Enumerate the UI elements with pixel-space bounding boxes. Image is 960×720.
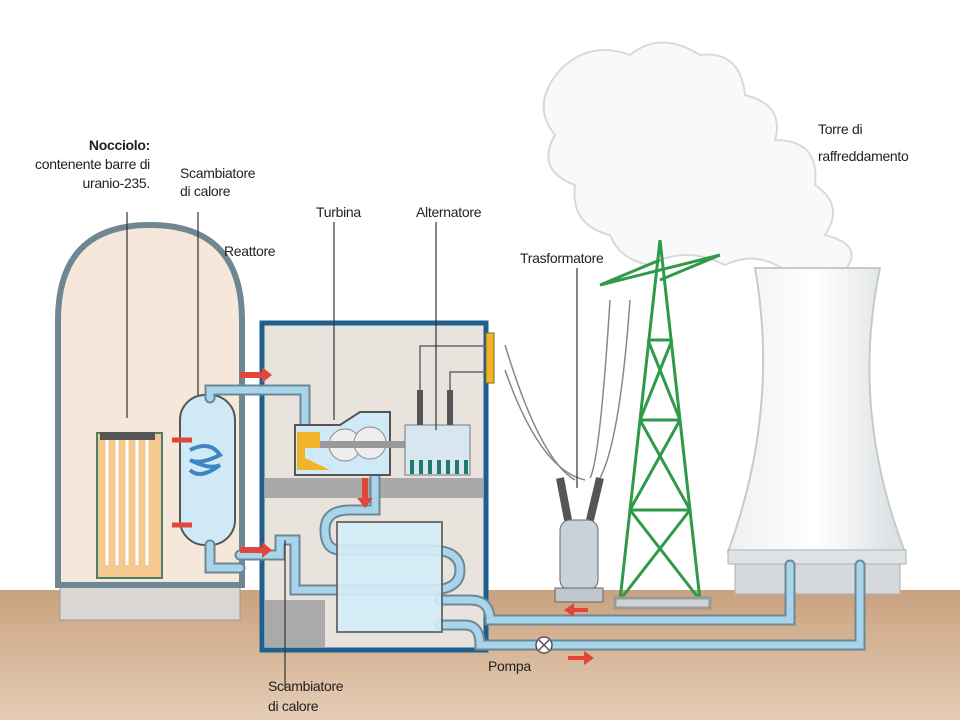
- pump-base: [265, 600, 325, 647]
- power-lines: [504, 299, 631, 481]
- label-turbine: Turbina: [316, 204, 361, 220]
- label-core-title: Nocciolo:: [88, 137, 150, 153]
- power-pylon: [599, 239, 721, 610]
- label-tower-1: Torre di: [818, 121, 863, 137]
- transformer: [554, 477, 604, 603]
- cooling-tower: [726, 267, 907, 553]
- terminal-box: [485, 332, 495, 384]
- label-exchanger-top-1: Scambiatore: [180, 165, 256, 181]
- cooling-tower-base: [727, 549, 907, 565]
- steam-generator: [172, 394, 236, 546]
- label-transformer: Trasformatore: [520, 250, 604, 266]
- alternator: [404, 345, 490, 476]
- label-reactor: Reattore: [224, 243, 276, 259]
- cooling-tower-basin: [734, 563, 901, 595]
- label-alternator: Alternatore: [416, 204, 482, 220]
- label-core-line2: contenente barre di: [35, 156, 150, 172]
- steam-cloud: [542, 41, 853, 271]
- condenser: [336, 521, 443, 633]
- label-exchanger-bottom-2: di calore: [268, 698, 319, 714]
- reactor-core: [96, 432, 163, 579]
- turbine: [294, 411, 410, 476]
- leader-lines: [126, 212, 578, 690]
- label-pump: Pompa: [488, 658, 531, 674]
- label-exchanger-top-2: di calore: [180, 183, 231, 199]
- label-exchanger-bottom-1: Scambiatore: [268, 678, 344, 694]
- label-core-line3: uranio-235.: [82, 175, 150, 191]
- flow-arrows: [240, 367, 594, 665]
- label-tower-2: raffreddamento: [818, 148, 909, 164]
- pump-icon: [535, 636, 553, 654]
